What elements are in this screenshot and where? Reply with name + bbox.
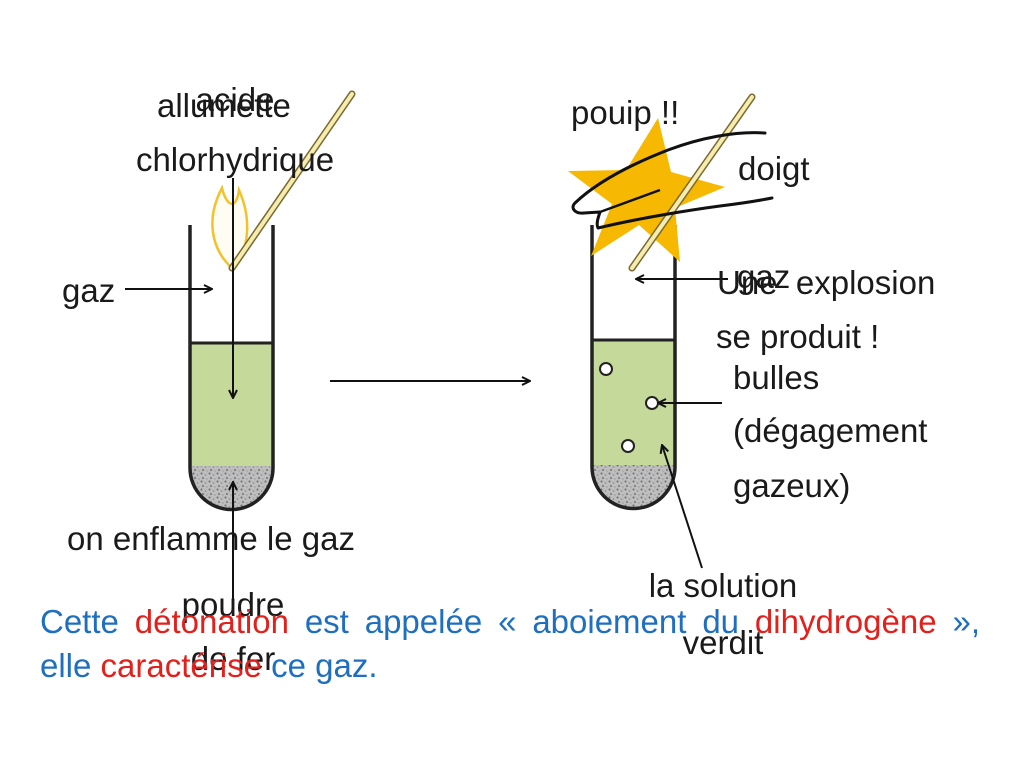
acide-label-line1: acide	[195, 81, 275, 118]
caption-highlight-caracterise: caractérise	[100, 647, 262, 684]
gaz-left-label: gaz	[62, 272, 116, 309]
match-stick-left	[228, 90, 356, 272]
bubble	[599, 362, 613, 376]
caption-part: Cette	[40, 603, 135, 640]
solution-arrow	[662, 445, 703, 569]
pouip-label: pouip !!	[571, 94, 680, 131]
caption-part: », elle	[40, 603, 980, 684]
bulles-label-line3: gazeux)	[733, 467, 851, 504]
doigt-label: doigt	[738, 150, 810, 187]
on-enflamme-label: on enflamme le gaz	[67, 520, 355, 557]
bulles-label-line1: bulles	[733, 359, 820, 396]
poudre-label-line1: poudre	[181, 586, 285, 623]
poudre-label-line2: de fer	[190, 640, 276, 677]
right-tube-iron-powder	[592, 465, 675, 509]
left-tube-solution	[190, 343, 273, 468]
caption-highlight-detonation: détonation	[134, 603, 289, 640]
acide-label-line2: chlorhydrique	[135, 141, 335, 178]
left-tube-iron-powder	[190, 466, 273, 510]
allumette-label: allumette	[157, 87, 291, 124]
caption-part: ce gaz.	[261, 647, 378, 684]
finger-icon	[571, 131, 774, 230]
flame-icon	[211, 184, 249, 270]
bubble	[645, 396, 659, 410]
caption-highlight-dihydrogene: dihydrogène	[754, 603, 937, 640]
caption-text: Cette détonation est appelée « aboiement…	[40, 600, 980, 688]
solution-label-line2: verdit	[682, 624, 764, 661]
explosion-label-line2: se produit !	[716, 318, 880, 355]
left-tube-outline	[188, 225, 275, 512]
gaz-right-label: gaz	[737, 258, 791, 295]
match-stick-right	[628, 93, 756, 272]
right-tube-outline	[590, 225, 677, 511]
caption-part: est appelée « aboiement du	[288, 603, 755, 640]
solution-label-line1: la solution	[648, 567, 798, 604]
explosion-label-line1: Une explosion	[717, 264, 936, 301]
bulles-label-line2: (dégagement	[733, 412, 928, 449]
bubble	[621, 439, 635, 453]
